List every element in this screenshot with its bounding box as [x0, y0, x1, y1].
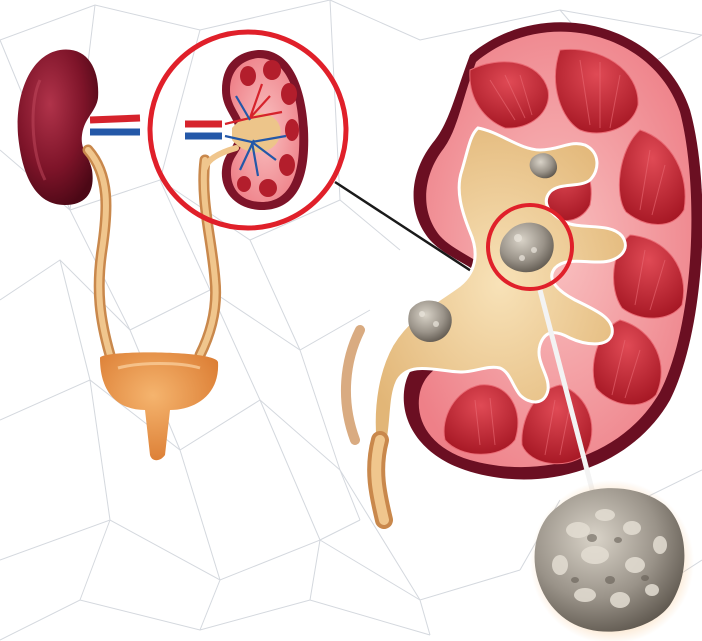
kidney-cross-section-large-icon: [346, 22, 702, 520]
kidney-icon: [18, 50, 99, 205]
renal-artery-icon: [90, 118, 140, 120]
kidney-cross-section-icon: [150, 32, 346, 228]
bladder-icon: [100, 352, 218, 460]
ureter-icon: [88, 150, 216, 355]
magnified-kidney-stone-icon: [530, 480, 694, 641]
